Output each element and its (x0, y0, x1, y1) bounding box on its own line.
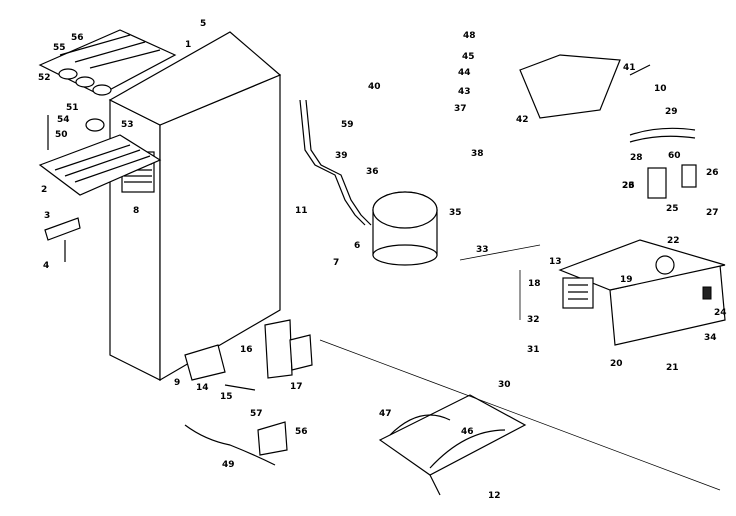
callout-23: 23 (622, 181, 635, 191)
callout-30: 30 (498, 380, 511, 390)
mounting-bracket (264, 319, 313, 379)
callout-27: 27 (706, 208, 719, 218)
top-burner-assembly (38, 29, 177, 150)
callout-47: 47 (379, 409, 392, 419)
callout-11: 11 (295, 206, 308, 216)
burner-bracket (184, 344, 256, 391)
callout-1: 1 (185, 40, 191, 50)
callout-13: 13 (549, 257, 562, 267)
pipe-part (299, 99, 366, 226)
callout-8: 8 (133, 206, 139, 216)
callout-32: 32 (527, 315, 540, 325)
callout-21: 21 (666, 363, 679, 373)
callout-26: 26 (622, 181, 635, 191)
control-box (558, 239, 726, 346)
callout-20: 20 (610, 359, 623, 369)
callout-5: 5 (200, 19, 206, 29)
callout-14: 14 (196, 383, 209, 393)
transformer-part (562, 277, 594, 309)
callout-34: 34 (704, 333, 717, 343)
callout-labels: 1 2 3 4 5 6 7 8 9 10 11 12 13 14 15 16 1… (38, 19, 727, 501)
callout-59: 59 (341, 120, 354, 130)
floor-support (378, 394, 527, 496)
leader-lines (319, 244, 721, 491)
callout-28: 28 (630, 153, 643, 163)
callout-55: 55 (53, 43, 66, 53)
callout-29: 29 (665, 107, 678, 117)
cabinet-part (108, 31, 282, 382)
cooling-unit (519, 54, 651, 119)
callout-22: 22 (667, 236, 680, 246)
callout-26b: 26 (706, 168, 719, 178)
callout-53: 53 (121, 120, 134, 130)
callout-4: 4 (43, 261, 49, 271)
callout-42: 42 (516, 115, 529, 125)
callout-9: 9 (174, 378, 180, 388)
arc-rod (629, 127, 696, 136)
callout-18: 18 (528, 279, 541, 289)
callout-7: 7 (333, 258, 339, 268)
callout-33: 33 (476, 245, 489, 255)
callout-36: 36 (366, 167, 379, 177)
callout-46: 46 (461, 427, 474, 437)
callout-44: 44 (458, 68, 471, 78)
callout-40: 40 (368, 82, 381, 92)
callout-3: 3 (44, 211, 50, 221)
callout-52: 52 (38, 73, 51, 83)
callout-49: 49 (222, 460, 235, 470)
bracket-part (44, 217, 81, 262)
callout-12: 12 (488, 491, 501, 501)
callout-48: 48 (463, 31, 476, 41)
callout-25: 25 (666, 204, 679, 214)
callout-35: 35 (449, 208, 462, 218)
callout-19: 19 (620, 275, 633, 285)
callout-17: 17 (290, 382, 303, 392)
wire-harness (184, 424, 276, 466)
callout-15: 15 (220, 392, 233, 402)
callout-6: 6 (354, 241, 360, 251)
callout-57: 57 (250, 409, 263, 419)
callout-31: 31 (527, 345, 540, 355)
callout-56b: 56 (295, 427, 308, 437)
callout-56: 56 (71, 33, 84, 43)
callout-16: 16 (240, 345, 253, 355)
callout-2: 2 (41, 185, 47, 195)
callout-45: 45 (462, 52, 475, 62)
callout-24: 24 (714, 308, 727, 318)
callout-54: 54 (57, 115, 70, 125)
callout-60: 60 (668, 151, 681, 161)
callout-38: 38 (471, 149, 484, 159)
callout-50: 50 (55, 130, 68, 140)
callout-43: 43 (458, 87, 471, 97)
callout-39: 39 (335, 151, 348, 161)
absorber-tank (372, 191, 438, 266)
thermostat-bracket (647, 164, 697, 199)
callout-37: 37 (454, 104, 467, 114)
shelf-rack (38, 134, 162, 196)
callout-10: 10 (654, 84, 667, 94)
callout-51: 51 (66, 103, 79, 113)
callout-41: 41 (623, 63, 636, 73)
